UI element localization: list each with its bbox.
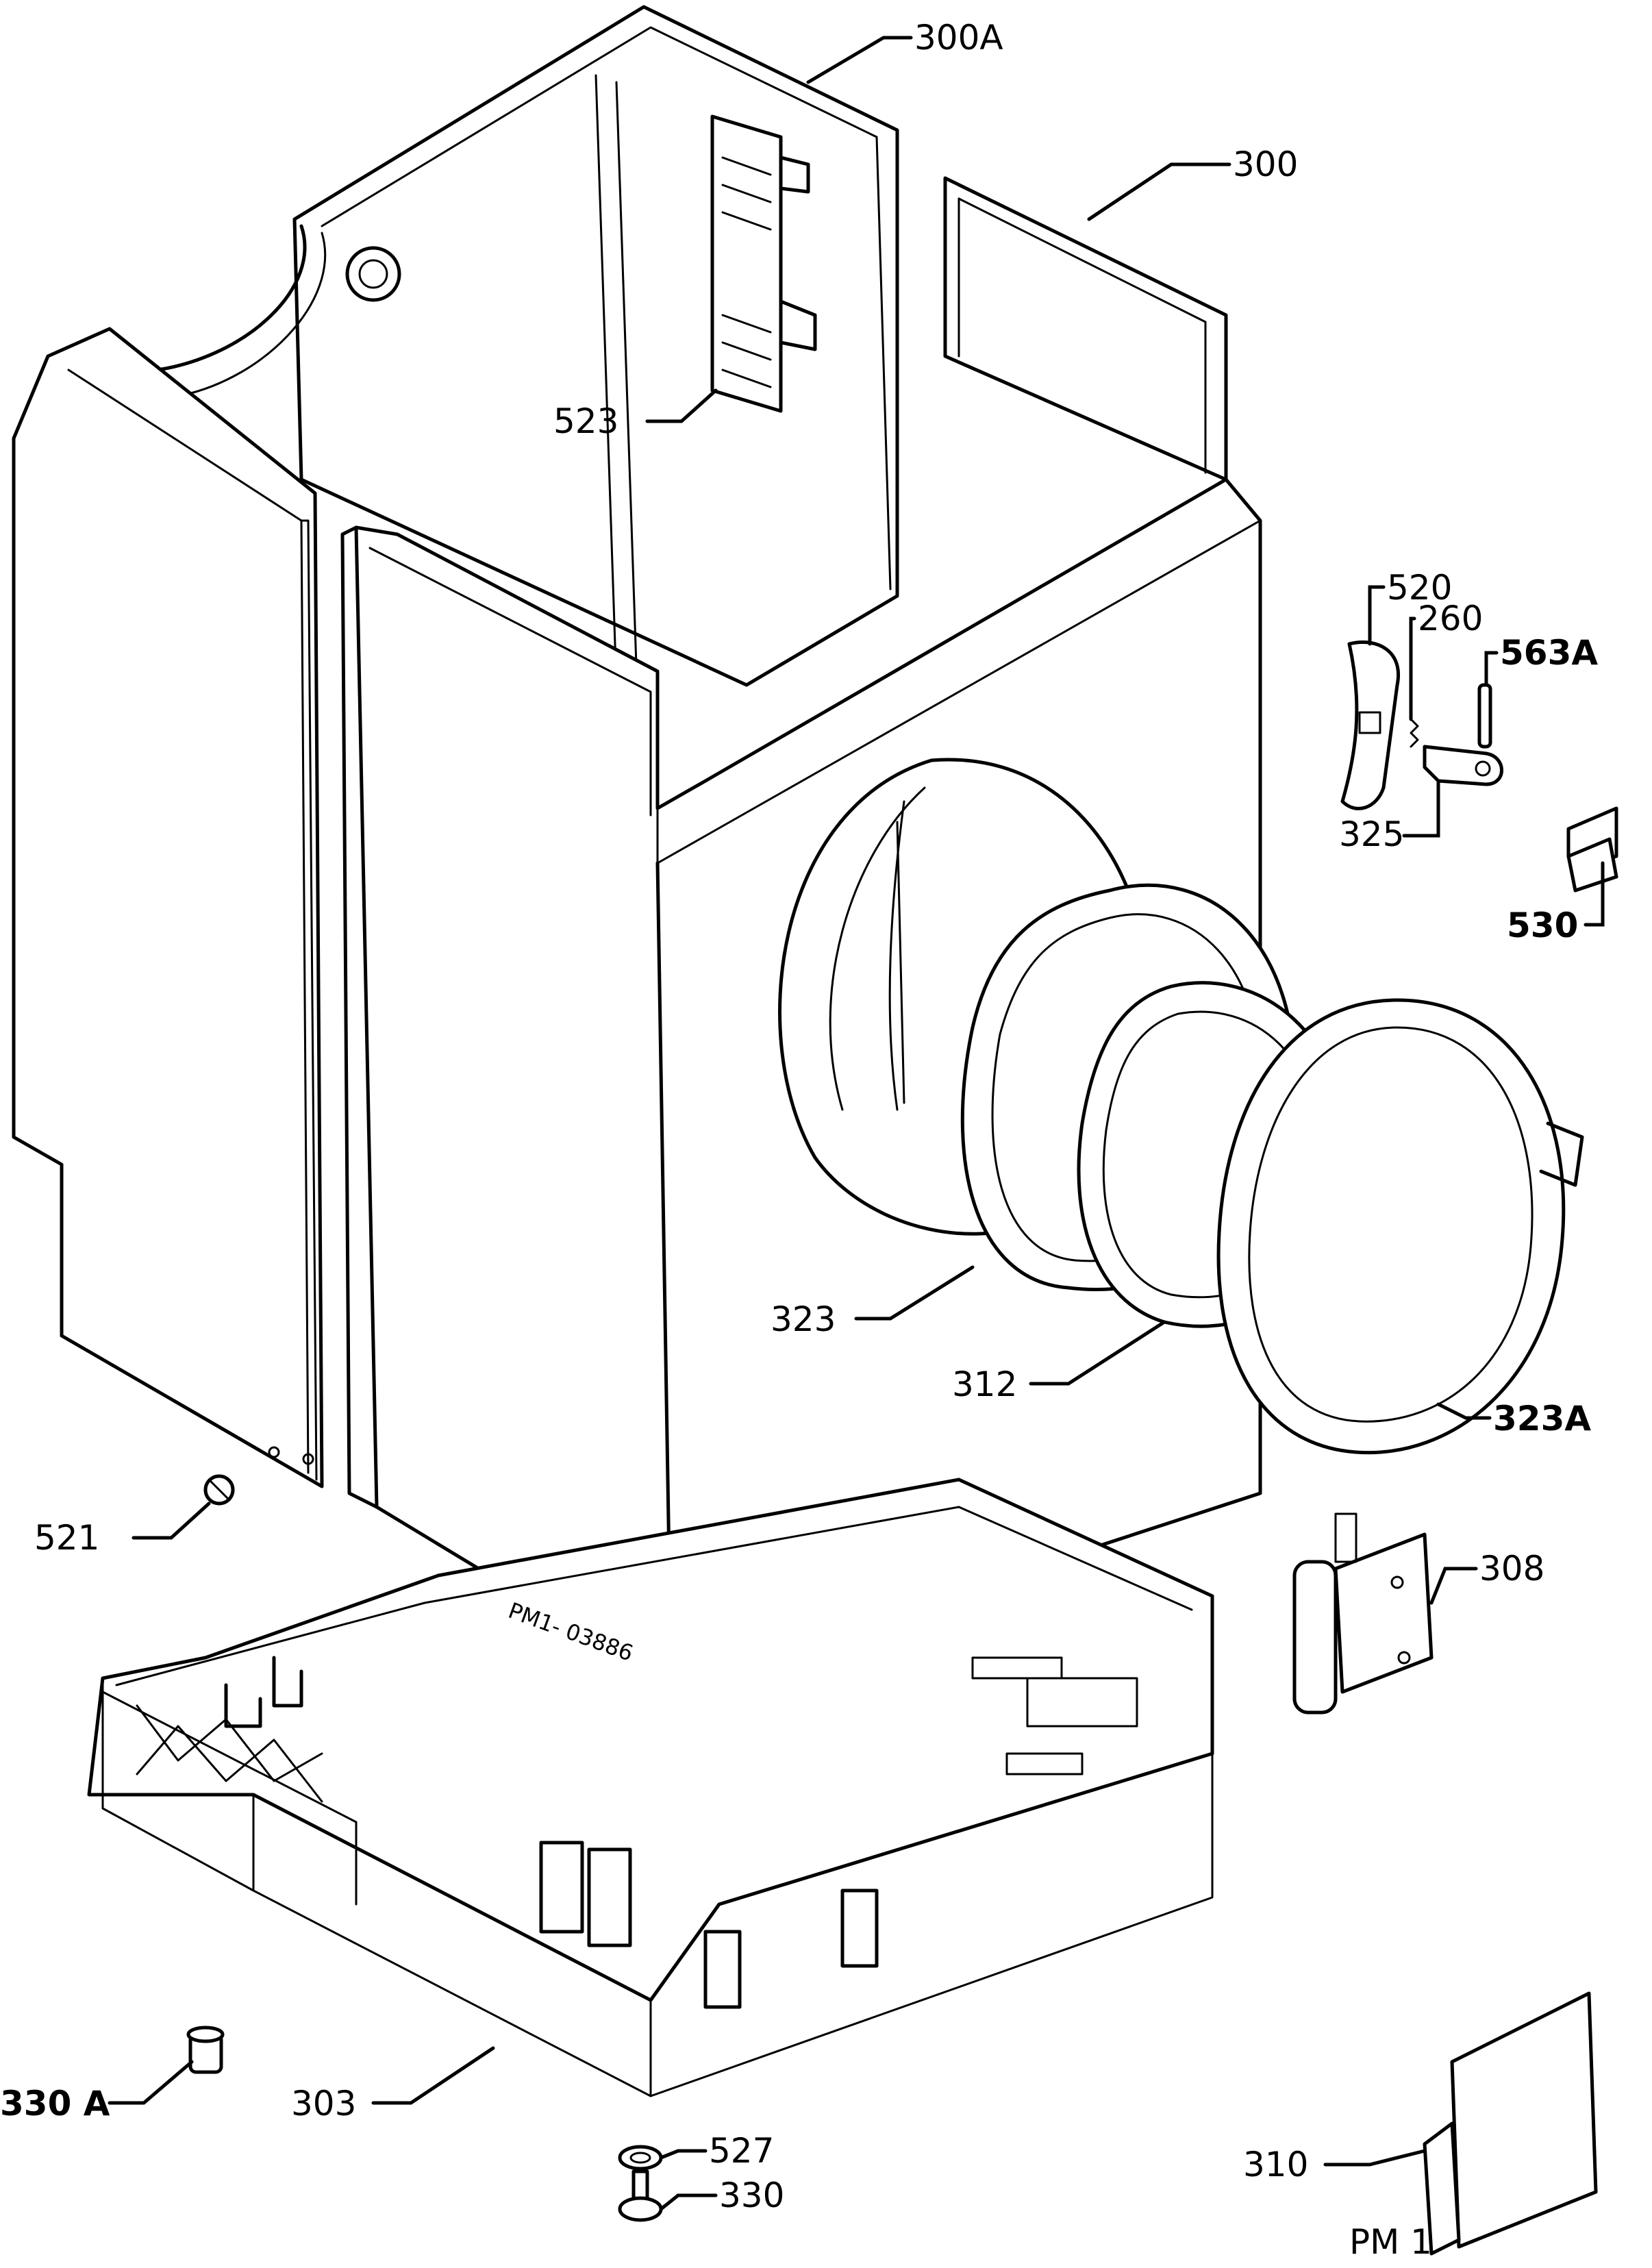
callout-323a: 323A xyxy=(1493,1399,1591,1438)
callout-303: 303 xyxy=(291,2084,356,2123)
base-frame-part-303 xyxy=(87,1478,1214,2097)
foot-part-330a xyxy=(186,2026,225,2074)
callout-523: 523 xyxy=(553,401,618,441)
callout-300a: 300A xyxy=(914,18,1003,58)
callout-310: 310 xyxy=(1243,2145,1308,2184)
right-frame-part-300 xyxy=(943,176,1228,482)
lock-nut-part-527 xyxy=(618,2145,663,2171)
screw-part-521 xyxy=(203,1474,235,1506)
callout-520: 520 xyxy=(1387,568,1452,608)
filter-cover-part-310 xyxy=(1423,1991,1598,2256)
lever-part-325 xyxy=(1423,745,1503,786)
callout-308: 308 xyxy=(1479,1549,1544,1588)
callout-330: 330 xyxy=(719,2176,784,2215)
page-code: PM 1 xyxy=(1349,2222,1432,2262)
left-side-panel xyxy=(12,327,324,1488)
callout-521: 521 xyxy=(34,1518,99,1558)
pin-part-563a xyxy=(1477,683,1492,749)
callout-260: 260 xyxy=(1418,599,1483,638)
callout-527: 527 xyxy=(709,2131,774,2171)
door-latch-part-520 xyxy=(1340,640,1400,810)
callout-530: 530 xyxy=(1507,906,1578,945)
callout-300: 300 xyxy=(1233,145,1298,184)
hinge-part-308 xyxy=(1292,1512,1434,1715)
callout-563a: 563A xyxy=(1500,633,1598,673)
cover-part-530 xyxy=(1566,806,1618,893)
callout-312: 312 xyxy=(952,1364,1017,1404)
door-outer-ring-part-323a xyxy=(1216,998,1584,1455)
adjustable-foot-part-330 xyxy=(618,2169,663,2222)
callout-labels: 300A 300 523 520 260 563A 325 530 323 31… xyxy=(0,18,1598,2262)
callout-330a: 330 A xyxy=(0,2084,110,2123)
spring-part-260 xyxy=(1410,718,1419,748)
leader-lines xyxy=(108,36,1605,2211)
callout-323: 323 xyxy=(771,1299,836,1339)
callout-325: 325 xyxy=(1339,814,1404,854)
bracket-part-523 xyxy=(710,114,817,413)
